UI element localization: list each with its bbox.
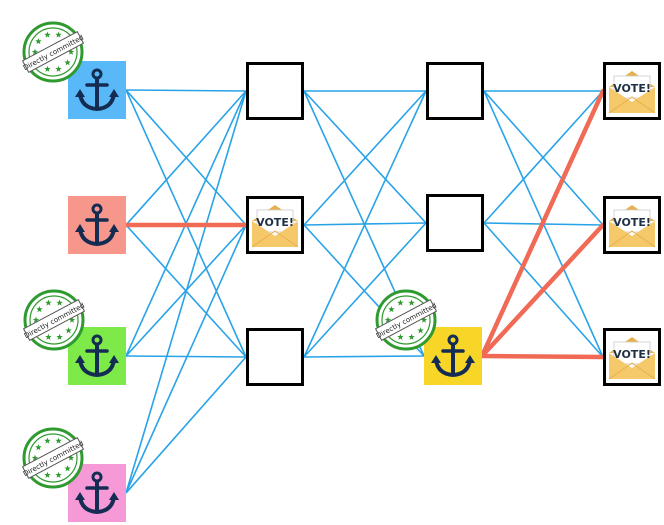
edge-a3-m3 (125, 355, 247, 358)
edge-m2-n1 (303, 90, 427, 226)
star-icon (384, 316, 392, 323)
star-icon (64, 465, 71, 472)
vote-label: VOTE! (613, 216, 651, 229)
vote-envelope-icon: VOTE! (608, 205, 656, 248)
directly-committed-stamp-icon: Directly committed (22, 289, 86, 351)
edges-layer (125, 89, 604, 494)
highlighted-edge-n3-v2 (479, 222, 606, 359)
star-icon (55, 437, 62, 444)
star-icon (44, 31, 51, 38)
edge-a4-m2 (125, 224, 247, 494)
node-m1-empty (246, 62, 304, 120)
highlighted-edges-layer (123, 88, 606, 360)
edge-m3-n2 (303, 222, 427, 358)
node-v2-vote: VOTE! (603, 196, 661, 254)
star-icon (65, 327, 72, 334)
node-m3-empty (246, 328, 304, 386)
star-icon (44, 65, 51, 72)
edge-a1-m1 (125, 89, 247, 92)
vote-label: VOTE! (613, 82, 651, 95)
directly-committed-stamp-icon: Directly committed (374, 289, 438, 351)
star-icon (397, 333, 404, 340)
node-a1-anchor (68, 61, 126, 119)
vote-label: VOTE! (256, 216, 294, 229)
highlighted-edge-n3-v3 (479, 353, 606, 360)
edge-a4-m1 (125, 90, 247, 494)
star-icon (420, 316, 428, 323)
edge-m3-n3 (303, 355, 425, 358)
directly-committed-stamp-icon: Directly committed (21, 21, 85, 83)
star-icon (417, 327, 424, 334)
vote-label: VOTE! (613, 348, 651, 361)
edge-a2-m1 (125, 90, 247, 226)
star-icon (55, 31, 62, 38)
star-icon (397, 299, 404, 306)
anchor-icon (75, 68, 119, 112)
star-icon (35, 38, 42, 45)
star-icon (408, 299, 415, 306)
node-v1-vote: VOTE! (603, 62, 661, 120)
star-icon (44, 437, 51, 444)
star-icon (44, 471, 51, 478)
star-icon (55, 65, 62, 72)
node-v3-vote: VOTE! (603, 328, 661, 386)
star-icon (31, 48, 39, 55)
edge-a4-m3 (125, 356, 247, 494)
highlighted-edge-n3-v1 (479, 88, 606, 359)
directly-committed-stamp-icon: Directly committed (21, 427, 85, 489)
star-icon (31, 454, 39, 461)
star-icon (35, 444, 42, 451)
star-icon (36, 306, 43, 313)
star-icon (45, 299, 52, 306)
node-n1-empty (426, 62, 484, 120)
nodes-layer: VOTE!VOTE!VOTE!VOTE!Directly committedDi… (21, 21, 661, 522)
star-icon (68, 316, 76, 323)
anchor-icon (75, 203, 119, 247)
star-icon (408, 333, 415, 340)
node-m2-vote: VOTE! (246, 196, 304, 254)
star-icon (388, 306, 395, 313)
edge-n2-v1 (483, 90, 604, 224)
star-icon (56, 333, 63, 340)
star-icon (67, 454, 75, 461)
anchor-icon (75, 471, 119, 515)
anchor-icon (75, 334, 119, 378)
star-icon (64, 59, 71, 66)
vote-envelope-icon: VOTE! (251, 205, 299, 248)
vote-envelope-icon: VOTE! (608, 337, 656, 380)
edge-m3-n1 (303, 90, 427, 358)
star-icon (56, 299, 63, 306)
node-n3-anchor (424, 327, 482, 385)
node-n2-empty (426, 194, 484, 252)
node-a2-anchor (68, 196, 126, 254)
star-icon (55, 471, 62, 478)
star-icon (32, 316, 40, 323)
star-icon (67, 48, 75, 55)
vote-envelope-icon: VOTE! (608, 71, 656, 114)
star-icon (45, 333, 52, 340)
anchor-icon (431, 334, 475, 378)
